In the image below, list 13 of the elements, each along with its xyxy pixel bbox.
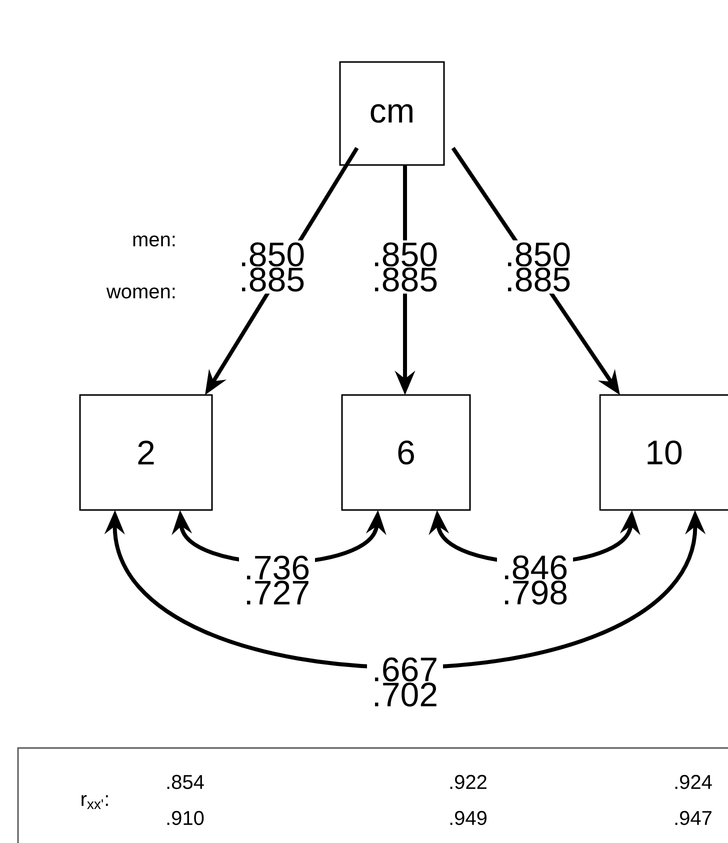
edge-label: .667 .702 (367, 655, 443, 709)
variable-box: cm (339, 61, 445, 166)
variable-box: 2 (79, 394, 213, 511)
variable-box: 10 (599, 394, 728, 511)
group-label: women: (106, 288, 175, 298)
variable-box: 6 (341, 394, 471, 511)
edge-label: .850 .885 (500, 240, 576, 294)
edge-label: .736 .727 (239, 554, 315, 606)
edge-label: .850 .885 (234, 240, 310, 294)
edge-label: .846 .798 (497, 553, 573, 607)
group-label: men: (133, 236, 175, 246)
edge-label: .850 .885 (367, 240, 443, 294)
reliability-table: r$_{xx'}$: .854 .910 .922 .949 .924 .947 (17, 747, 728, 843)
